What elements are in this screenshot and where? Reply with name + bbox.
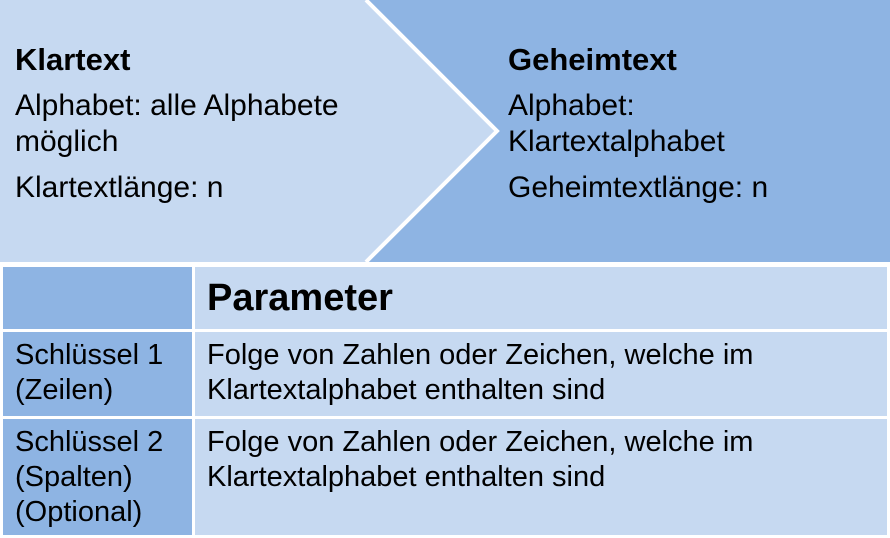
- parameter-header-row: Parameter: [0, 264, 890, 332]
- ciphertext-title: Geheimtext: [508, 42, 677, 77]
- key1-description: Folge von Zahlen oder Zeichen, welche im…: [192, 329, 890, 419]
- key2-label-line: Schlüssel 2: [15, 426, 164, 458]
- key2-label: Schlüssel 2 (Spalten) (Optional): [0, 416, 195, 538]
- key2-description: Folge von Zahlen oder Zeichen, welche im…: [192, 416, 890, 538]
- arrow-separator: [364, 0, 500, 264]
- key1-label-line: Schlüssel 1: [15, 339, 164, 371]
- parameter-header: Parameter: [192, 264, 890, 332]
- parameter-table: Parameter Schlüssel 1 (Zeilen) Folge von…: [0, 264, 890, 538]
- parameter-header-corner: [0, 264, 195, 332]
- plaintext-length: Klartextlänge: n: [15, 171, 224, 204]
- parameter-row-key1: Schlüssel 1 (Zeilen) Folge von Zahlen od…: [0, 329, 890, 419]
- plaintext-box: Klartext Alphabet: alle Alphabete möglic…: [15, 42, 375, 216]
- key1-label-line: (Zeilen): [15, 374, 114, 406]
- ciphertext-length: Geheimtextlänge: n: [508, 171, 769, 204]
- ciphertext-chevron: [366, 0, 890, 262]
- plaintext-arrow: [0, 0, 497, 262]
- key1-description-line: Klartextalphabet enthalten sind: [207, 374, 606, 406]
- key2-description-line: Folge von Zahlen oder Zeichen, welche im: [207, 426, 754, 458]
- plaintext-title: Klartext: [15, 42, 131, 77]
- key1-label: Schlüssel 1 (Zeilen): [0, 329, 195, 419]
- ciphertext-alphabet-line: Klartextalphabet: [508, 125, 725, 158]
- key2-label-line: (Spalten): [15, 461, 133, 493]
- ciphertext-alphabet-line: Alphabet:: [508, 89, 635, 122]
- key2-description-line: Klartextalphabet enthalten sind: [207, 461, 606, 493]
- ciphertext-alphabet: Alphabet: Klartextalphabet: [508, 88, 878, 160]
- parameter-row-key2: Schlüssel 2 (Spalten) (Optional) Folge v…: [0, 416, 890, 538]
- key1-description-line: Folge von Zahlen oder Zeichen, welche im: [207, 339, 754, 371]
- plaintext-alphabet-line: möglich: [15, 125, 119, 158]
- process-arrows: [0, 0, 890, 264]
- key2-label-line: (Optional): [15, 496, 143, 528]
- ciphertext-box: Geheimtext Alphabet: Klartextalphabet Ge…: [508, 42, 878, 216]
- plaintext-alphabet: Alphabet: alle Alphabete möglich: [15, 88, 375, 160]
- plaintext-alphabet-line: Alphabet: alle Alphabete: [15, 89, 339, 122]
